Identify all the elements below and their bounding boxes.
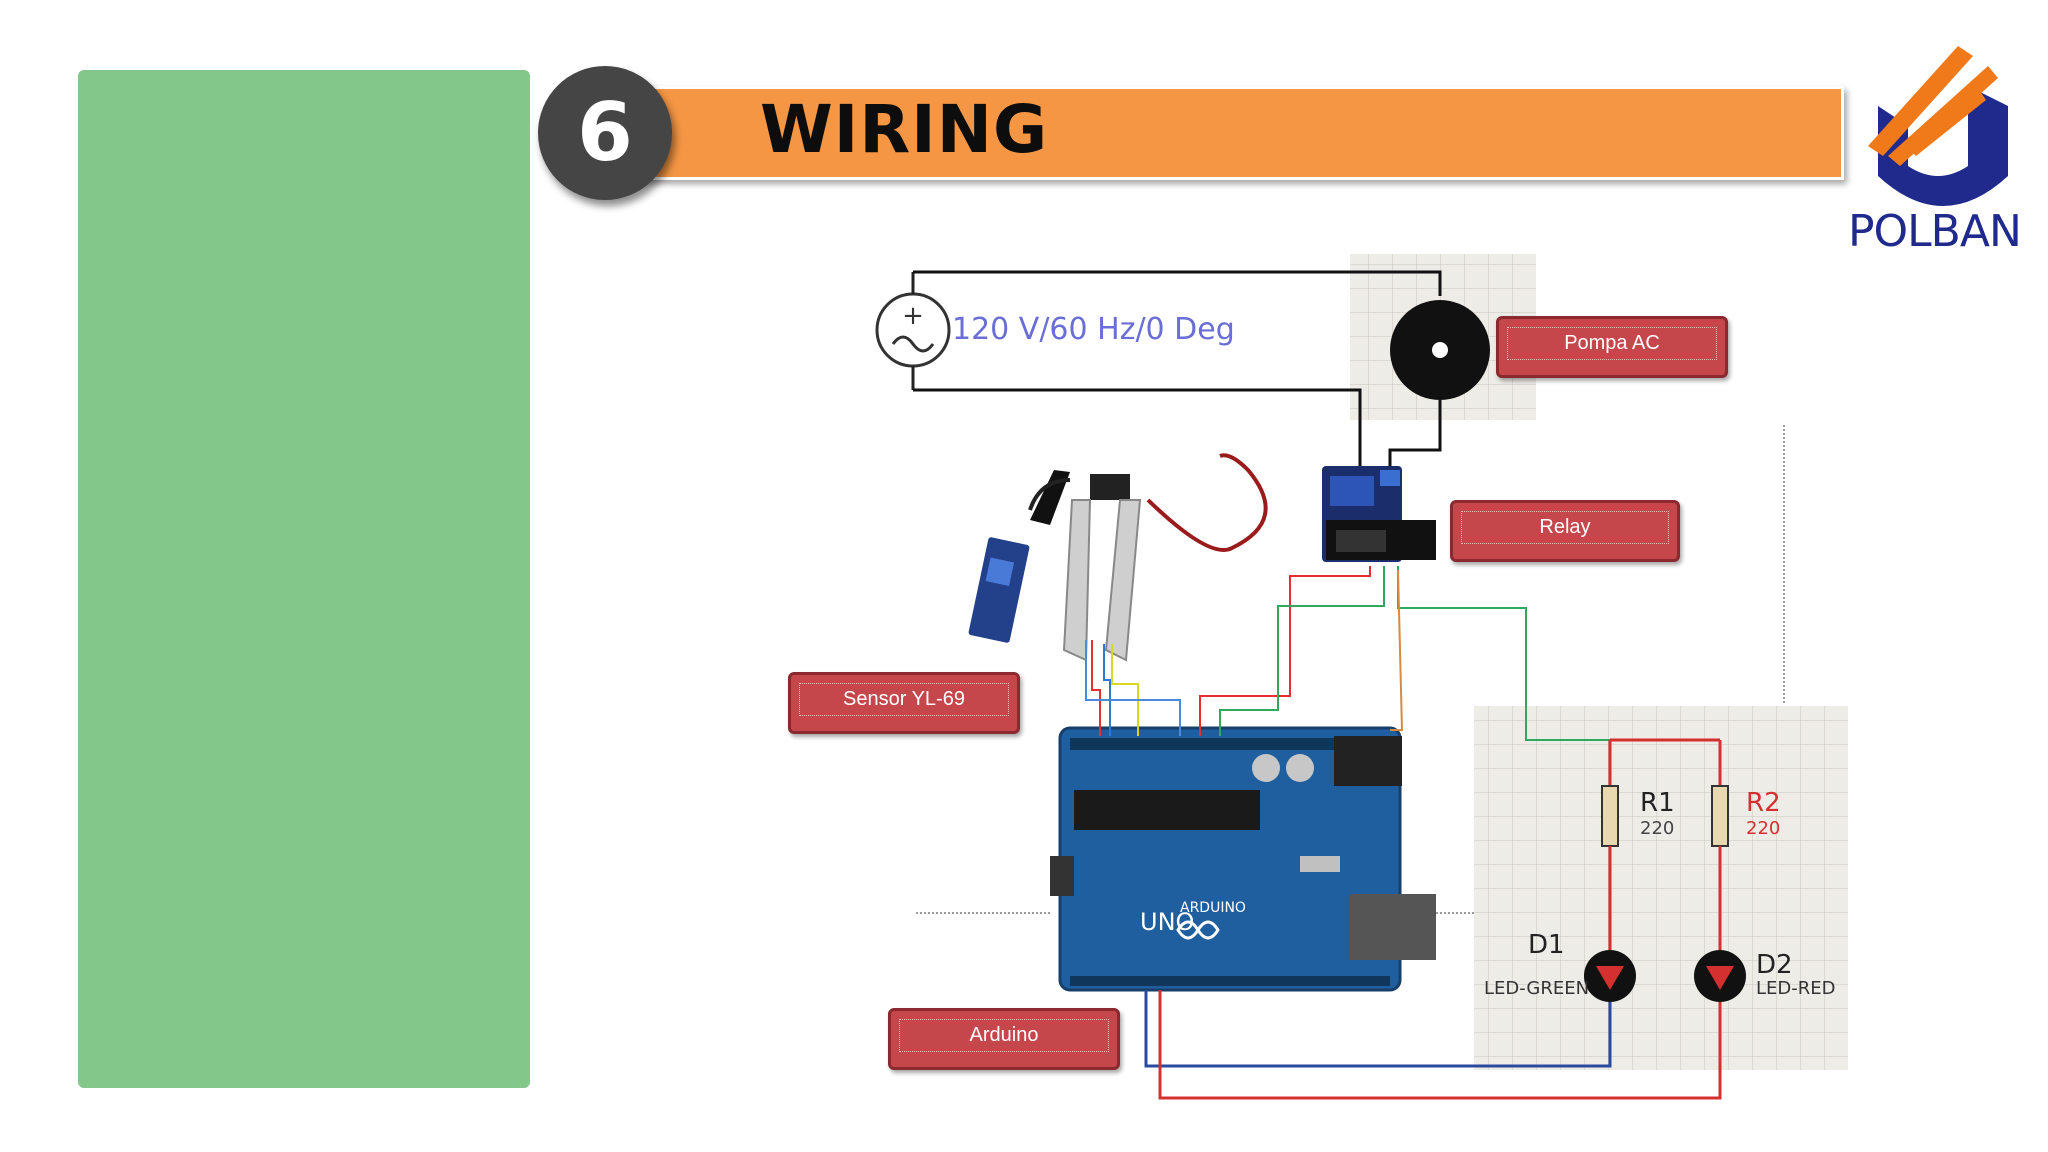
r2-value: 220 xyxy=(1746,818,1781,839)
d1-type: LED-GREEN xyxy=(1484,978,1590,999)
pump-label: Pompa AC xyxy=(1496,316,1728,378)
r2-name: R2 xyxy=(1746,788,1781,818)
arduino-brand-text: ARDUINO xyxy=(1180,900,1246,916)
relay-label: Relay xyxy=(1450,500,1680,562)
r1-name: R1 xyxy=(1640,788,1675,818)
d2-type: LED-RED xyxy=(1756,978,1836,999)
svg-text:+: + xyxy=(902,301,924,331)
led-grid-area xyxy=(1474,706,1848,1070)
arduino-board-icon: UNO ARDUINO xyxy=(1050,726,1436,992)
section-number-badge: 6 xyxy=(538,66,672,200)
resistor-r2-icon xyxy=(1711,785,1729,847)
title-bar xyxy=(588,86,1844,180)
d1-name: D1 xyxy=(1528,930,1565,960)
sensor-label: Sensor YL-69 xyxy=(788,672,1020,734)
soil-sensor-icon xyxy=(968,453,1268,662)
r1-value: 220 xyxy=(1640,818,1675,839)
side-panel xyxy=(78,70,530,1088)
polban-logo-icon xyxy=(1868,46,2008,206)
resistor-r1-icon xyxy=(1601,785,1619,847)
arduino-label: Arduino xyxy=(888,1008,1120,1070)
logo-text: POLBAN xyxy=(1848,206,2022,257)
page-title: WIRING xyxy=(760,91,1049,168)
ac-source-label: 120 V/60 Hz/0 Deg xyxy=(952,312,1235,347)
d2-name: D2 xyxy=(1756,950,1793,980)
